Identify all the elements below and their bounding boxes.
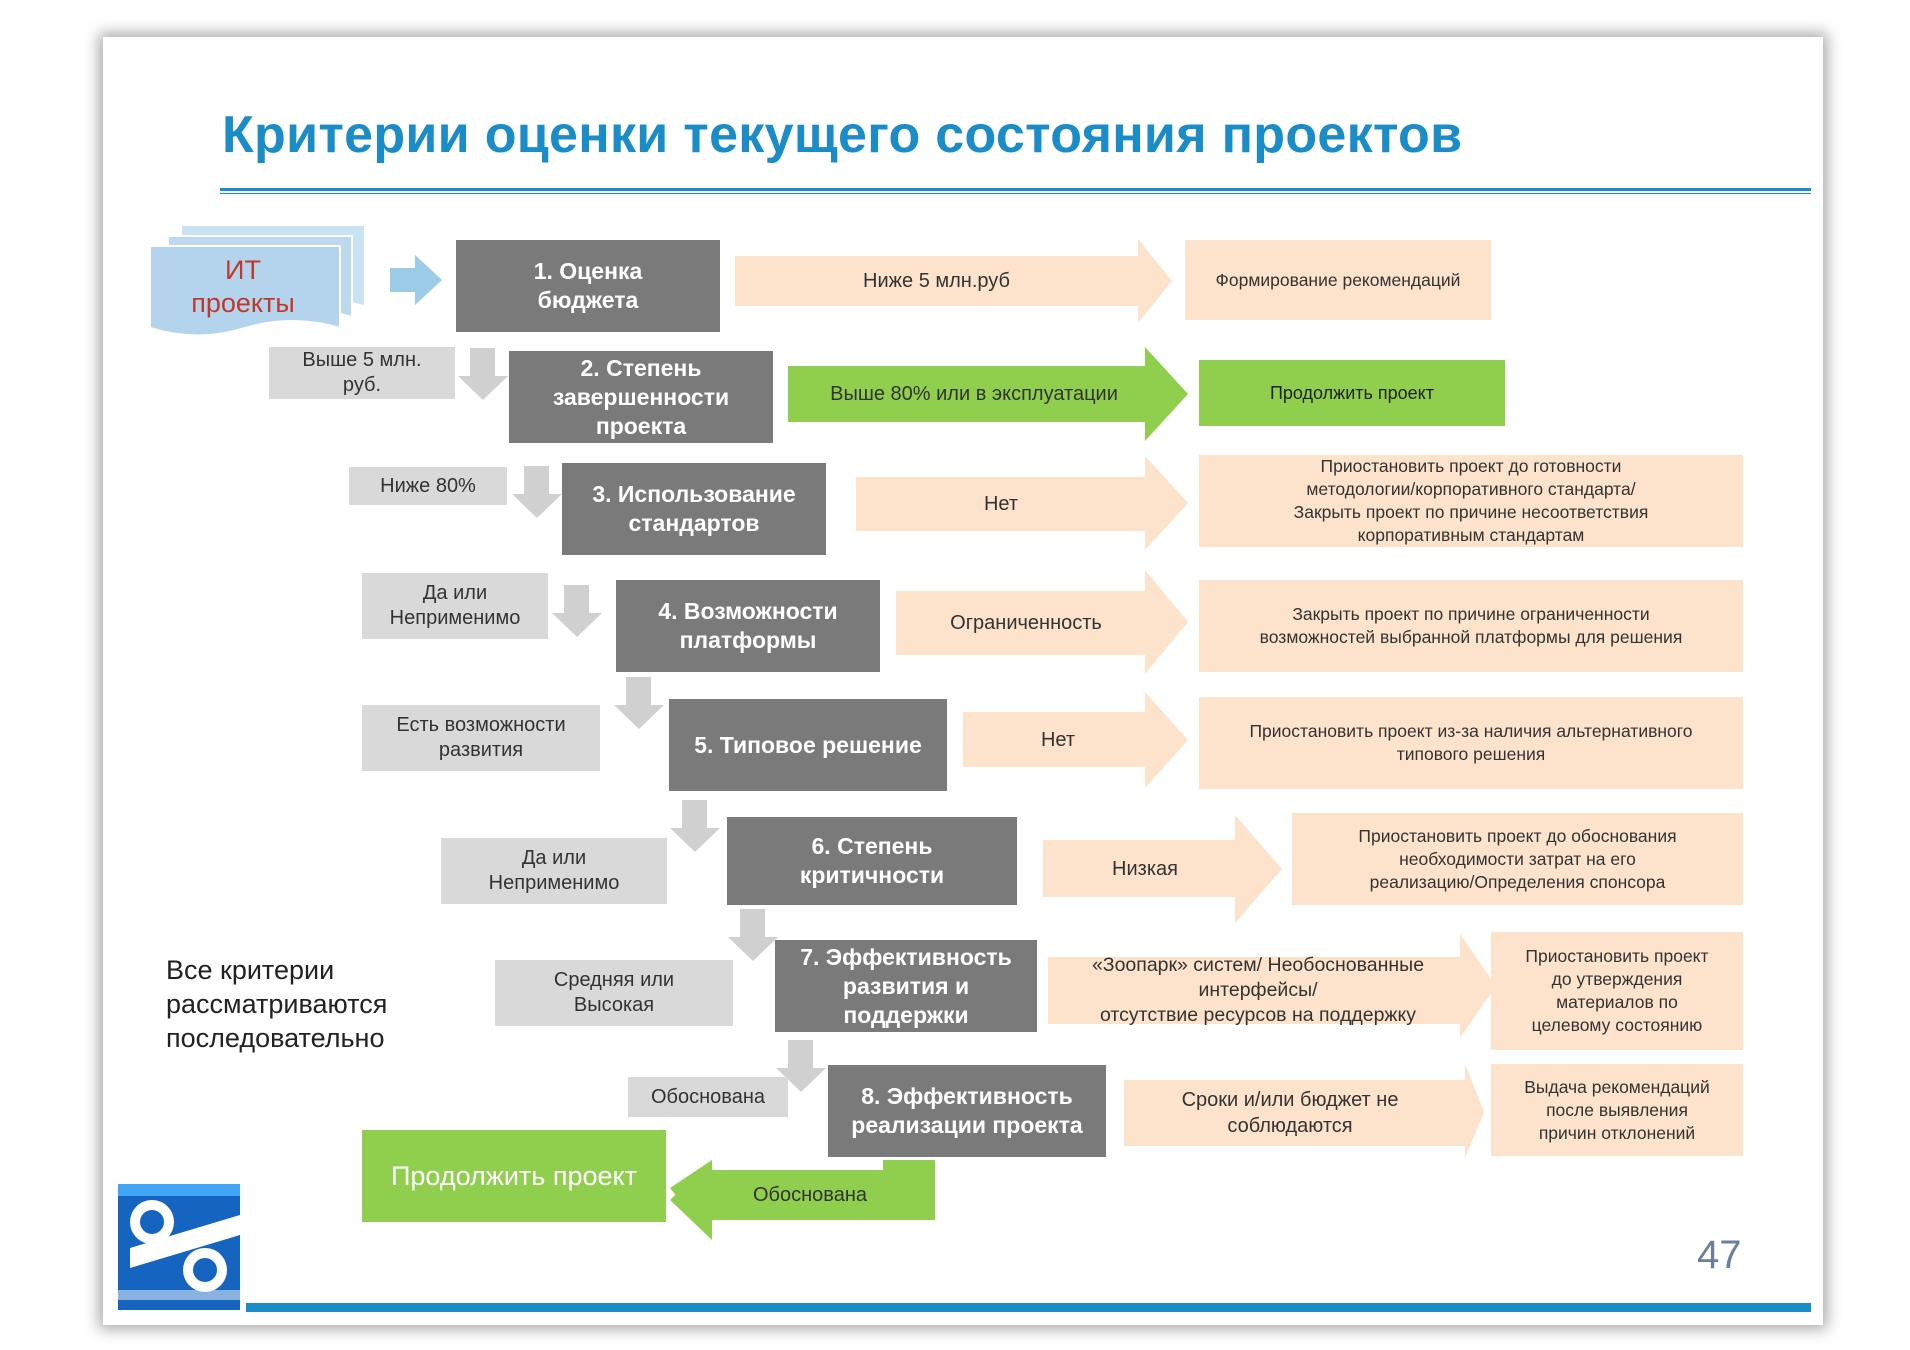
step-1: 1. Оценка бюджета <box>456 240 720 332</box>
exit-arrow-6 <box>1043 815 1282 923</box>
down-arrows <box>458 348 826 1092</box>
step-5: 5. Типовое решение <box>669 699 947 791</box>
exit-condition-4: Ограниченность <box>950 612 1102 634</box>
continue-condition-3: Да или Неприменимо <box>362 573 548 639</box>
exit-condition-8: Сроки и/или бюджет не соблюдаются <box>1181 1089 1399 1137</box>
exit-condition-3: Нет <box>983 493 1019 515</box>
company-logo <box>118 1184 240 1310</box>
footer-line <box>246 1303 1811 1312</box>
exit-arrow-4 <box>896 570 1188 674</box>
step-3: 3. Использование стандартов <box>562 463 826 555</box>
result-5: Приостановить проект из-за наличия альте… <box>1199 697 1743 789</box>
exit-condition-6: Низкая <box>1112 857 1178 880</box>
step-2: 2. Степень завершенности проекта <box>509 351 773 443</box>
result-1: Формирование рекомендаций <box>1185 240 1491 320</box>
result-7: Приостановить проект до утверждения мате… <box>1491 932 1743 1050</box>
exit-arrow-5 <box>963 692 1188 788</box>
step-7: 7. Эффективность развития и поддержки <box>775 940 1037 1032</box>
continue-condition-5: Да или Неприменимо <box>441 838 667 904</box>
continue-condition-1: Выше 5 млн. руб. <box>269 347 455 399</box>
final-condition: Обоснована <box>753 1184 867 1206</box>
exit-condition-2: Выше 80% или в эксплуатации <box>830 383 1118 405</box>
down-arrow-1 <box>458 348 508 400</box>
flow-arrow-start <box>390 255 442 305</box>
step-4: 4. Возможности платформы <box>616 580 880 672</box>
exit-arrow-8 <box>1124 1064 1484 1158</box>
result-4: Закрыть проект по причине ограниченности… <box>1199 580 1743 672</box>
down-arrow-3 <box>552 585 602 637</box>
result-6: Приостановить проект до обоснования необ… <box>1292 813 1743 905</box>
down-arrow-5 <box>670 800 720 852</box>
continue-condition-4: Есть возможности развития <box>362 705 600 771</box>
exit-condition-5: Нет <box>1040 728 1076 751</box>
title-underline <box>220 188 1811 191</box>
down-arrow-6 <box>728 909 778 961</box>
result-3: Приостановить проект до готовности метод… <box>1199 455 1743 547</box>
exit-arrow-7 <box>1048 934 1496 1038</box>
exit-arrow-3 <box>856 456 1188 550</box>
note-text: Все критерии рассматриваются последовате… <box>166 955 388 1053</box>
down-arrow-7 <box>776 1040 826 1092</box>
result-2: Продолжить проект <box>1199 360 1505 426</box>
continue-condition-7: Обоснована <box>628 1077 788 1117</box>
continue-condition-2: Ниже 80% <box>349 467 507 505</box>
start-label: ИТ проекты <box>191 255 295 318</box>
exit-arrow-2 <box>788 347 1188 441</box>
exit-condition-1: Ниже 5 млн.руб <box>863 270 1010 292</box>
page-title: Критерии оценки текущего состояния проек… <box>222 106 1463 164</box>
step-8: 8. Эффективность реализации проекта <box>828 1065 1106 1157</box>
continue-condition-6: Средняя или Высокая <box>495 960 733 1026</box>
title-underline-thin <box>220 193 1811 194</box>
start-document-icon <box>149 226 364 337</box>
down-arrow-2 <box>512 466 562 518</box>
down-arrow-4 <box>614 677 664 729</box>
exit-condition-7: «Зоопарк» систем/ Необоснованные интерфе… <box>1091 953 1425 1026</box>
page-number: 47 <box>1697 1233 1742 1277</box>
exit-arrow-1 <box>735 239 1172 323</box>
result-8: Выдача рекомендаций после выявления прич… <box>1491 1064 1743 1156</box>
final-result: Продолжить проект <box>362 1130 666 1222</box>
step-6: 6. Степень критичности <box>727 817 1017 905</box>
